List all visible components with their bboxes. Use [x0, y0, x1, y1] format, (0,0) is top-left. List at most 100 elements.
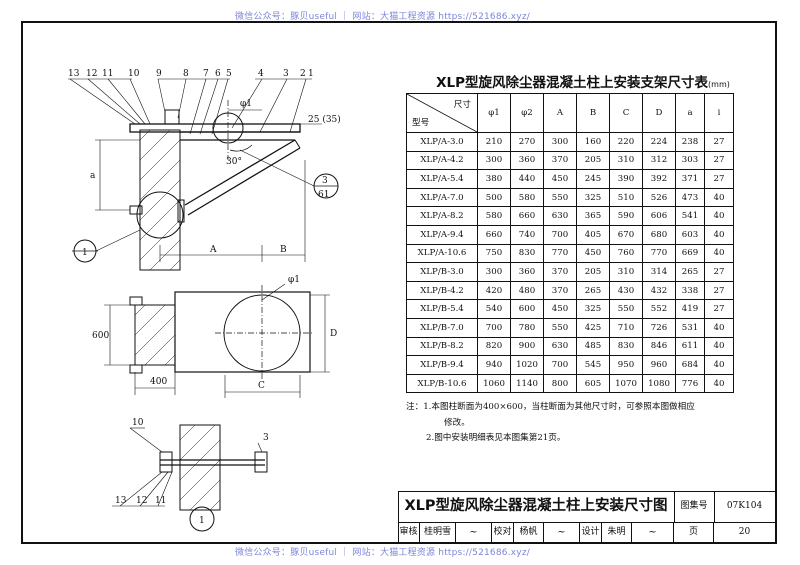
detail-3-label: 3 [263, 433, 269, 443]
table-header-row: 尺寸 型号 φ1 φ2 A B C D a i [406, 93, 734, 133]
value-cell: 550 [543, 317, 577, 338]
review-signature: ~ [456, 522, 492, 543]
corner-top-label: 尺寸 [453, 100, 471, 110]
value-cell: 700 [477, 317, 511, 338]
value-cell: 40 [704, 224, 734, 245]
value-cell: 210 [477, 132, 511, 152]
value-cell: 300 [477, 262, 511, 282]
value-cell: 830 [510, 243, 544, 264]
watermark-bottom: 微信公众号：豚贝useful ｜ 网站：大猫工程资源 https://52168… [235, 548, 530, 558]
dim-A-label: A [209, 245, 217, 255]
value-cell: 265 [576, 280, 610, 301]
watermark-top: 微信公众号：豚贝useful ｜ 网站：大猫工程资源 https://52168… [235, 12, 530, 22]
value-cell: 27 [704, 150, 734, 171]
value-cell: 40 [704, 373, 734, 394]
value-cell: 370 [543, 262, 577, 282]
value-cell: 360 [510, 150, 544, 171]
dim-C-label: C [258, 381, 265, 391]
value-cell: 660 [510, 206, 544, 226]
col-header: φ1 [477, 93, 511, 133]
value-cell: 669 [675, 243, 705, 264]
bracket-plan [174, 291, 311, 373]
detail-10-label: 10 [132, 418, 144, 428]
value-cell: 371 [675, 169, 705, 189]
col-header: C [609, 93, 643, 133]
model-cell: XLP/B-7.0 [406, 317, 478, 338]
ref-1: 1 [308, 69, 314, 79]
atlas-label: 图集号 [674, 491, 715, 523]
value-cell: 380 [477, 169, 511, 189]
value-cell: 325 [576, 187, 610, 208]
corner-bottom-label: 型号 [412, 118, 430, 128]
value-cell: 27 [704, 169, 734, 189]
ref-11: 11 [102, 69, 113, 79]
col-header: i [704, 93, 734, 133]
value-cell: 265 [675, 262, 705, 282]
model-cell: XLP/A-9.4 [406, 224, 478, 245]
model-cell: XLP/B-3.0 [406, 262, 478, 282]
value-cell: 40 [704, 206, 734, 226]
table-unit: (mm) [708, 80, 730, 89]
value-cell: 580 [477, 206, 511, 226]
review-name: 桂明雪 [420, 522, 456, 543]
bolt-top [164, 109, 180, 125]
ref-8: 8 [183, 69, 189, 79]
value-cell: 776 [675, 373, 705, 394]
value-cell: 846 [642, 336, 676, 357]
value-cell: 405 [576, 224, 610, 245]
col-header: A [543, 93, 577, 133]
value-cell: 670 [609, 224, 643, 245]
value-cell: 310 [609, 150, 643, 171]
value-cell: 603 [675, 224, 705, 245]
value-cell: 40 [704, 243, 734, 264]
value-cell: 740 [510, 224, 544, 245]
value-cell: 303 [675, 150, 705, 171]
angle-label: 30° [226, 157, 242, 167]
design-label: 设计 [580, 522, 602, 543]
model-cell: XLP/B-5.4 [406, 299, 478, 319]
value-cell: 338 [675, 280, 705, 301]
dim-D-label: D [330, 329, 337, 339]
value-cell: 500 [477, 187, 511, 208]
model-cell: XLP/A-5.4 [406, 169, 478, 189]
value-cell: 611 [675, 336, 705, 357]
value-cell: 205 [576, 150, 610, 171]
value-cell: 605 [576, 373, 610, 394]
value-cell: 660 [477, 224, 511, 245]
design-signature: ~ [632, 522, 674, 543]
value-cell: 684 [675, 355, 705, 375]
plan-phi1-label: φ1 [288, 275, 300, 285]
check-label: 校对 [492, 522, 514, 543]
ref-circle-1-bottom [189, 506, 215, 532]
value-cell: 314 [642, 262, 676, 282]
value-cell: 325 [576, 299, 610, 319]
model-cell: XLP/A-4.2 [406, 150, 478, 171]
model-cell: XLP/B-10.6 [406, 373, 478, 394]
value-cell: 360 [510, 262, 544, 282]
detail-ref-num: 3 [322, 176, 328, 186]
value-cell: 224 [642, 132, 676, 152]
value-cell: 780 [510, 317, 544, 338]
value-cell: 300 [543, 132, 577, 152]
ref-5: 5 [226, 69, 232, 79]
dim-B-label: B [280, 245, 287, 255]
value-cell: 1080 [642, 373, 676, 394]
ref-2: 2 [300, 69, 306, 79]
check-signature: ~ [544, 522, 580, 543]
ref-3: 3 [283, 69, 289, 79]
model-cell: XLP/B-8.2 [406, 336, 478, 357]
value-cell: 940 [477, 355, 511, 375]
title-block-title: XLP型旋风除尘器混凝土柱上安装尺寸图 [398, 491, 675, 523]
detail-1-label: 1 [82, 248, 88, 258]
notes: 注：1.本图柱断面为400×600，当柱断面为其他尺寸时，可参照本图做相应 修改… [406, 400, 695, 447]
value-cell: 390 [609, 169, 643, 189]
value-cell: 540 [477, 299, 511, 319]
table-title-text: XLP型旋风除尘器混凝土柱上安装支架尺寸表 [436, 75, 709, 91]
